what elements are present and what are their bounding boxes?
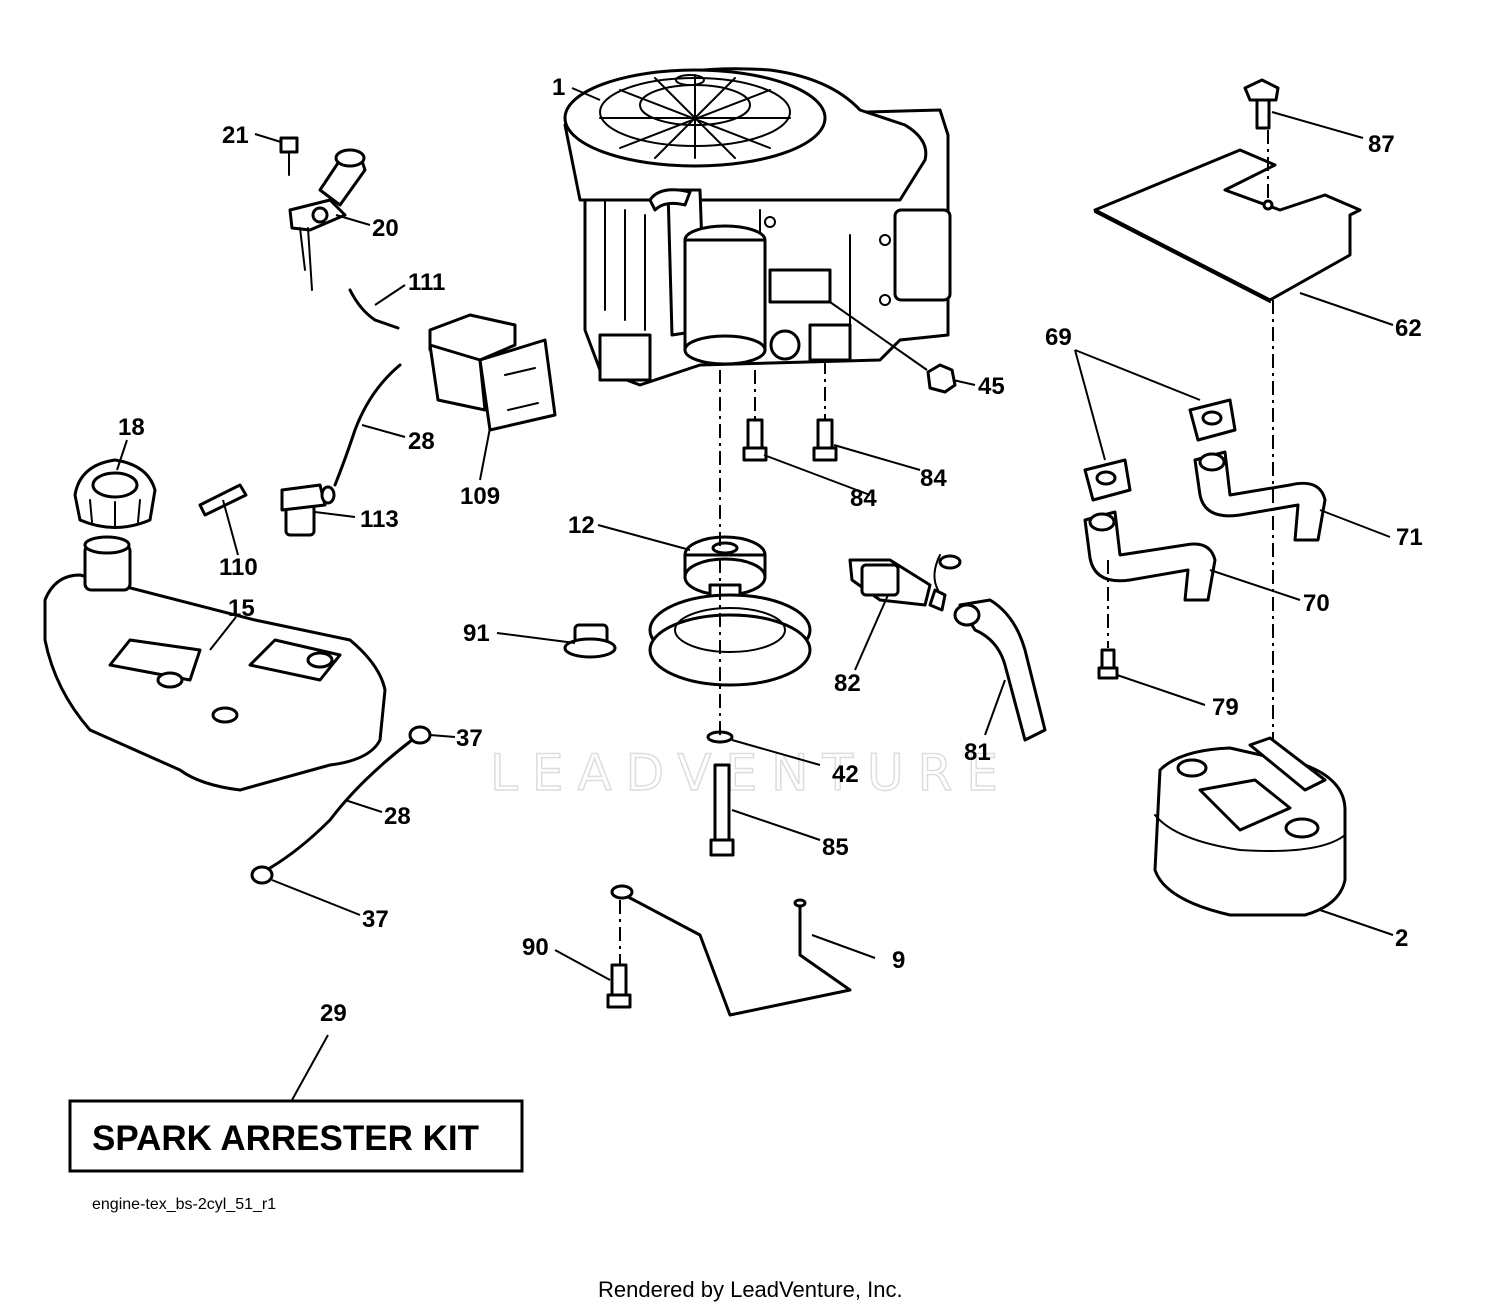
hose-111-part[interactable] bbox=[348, 288, 400, 330]
callout-label: 69 bbox=[1045, 324, 1072, 351]
callout-label: 81 bbox=[964, 739, 991, 766]
callout-label: 82 bbox=[834, 670, 861, 697]
footer-credit: Rendered by LeadVenture, Inc. bbox=[598, 1277, 903, 1302]
callout-label: 109 bbox=[460, 483, 500, 510]
callout-label: 62 bbox=[1395, 315, 1422, 342]
bolt-84-right-part[interactable] bbox=[812, 418, 838, 462]
gasket-69-lower-part[interactable] bbox=[1083, 458, 1132, 502]
callout-label: 21 bbox=[222, 122, 249, 149]
spark-arrester-kit-label: SPARK ARRESTER KIT bbox=[92, 1119, 479, 1158]
callout-label: 87 bbox=[1368, 131, 1395, 158]
callout-label: 42 bbox=[832, 761, 859, 788]
hose-81-part[interactable] bbox=[953, 598, 1047, 742]
spark-arrester-kit-box: SPARK ARRESTER KIT bbox=[68, 1099, 524, 1173]
bolt-85-part[interactable] bbox=[709, 763, 735, 857]
gasket-69-upper-part[interactable] bbox=[1188, 398, 1237, 442]
bolt-84-left-part[interactable] bbox=[742, 418, 768, 462]
callout-label: 12 bbox=[568, 512, 595, 539]
bolt-90-part[interactable] bbox=[606, 963, 632, 1009]
heat-shield-62-part[interactable] bbox=[1093, 148, 1362, 303]
fuel-hose-28-upper-part[interactable] bbox=[333, 363, 402, 487]
callout-label: 20 bbox=[372, 215, 399, 242]
nut-45-part[interactable] bbox=[926, 363, 957, 394]
callout-label: 85 bbox=[822, 834, 849, 861]
fuel-filter-109-part[interactable] bbox=[428, 313, 557, 432]
callout-label: 111 bbox=[408, 269, 445, 296]
bushing-91-part[interactable] bbox=[563, 623, 617, 659]
exhaust-pipe-71-part[interactable] bbox=[1193, 450, 1327, 542]
fuel-hose-28-lower-part[interactable] bbox=[268, 738, 414, 870]
callout-label: 110 bbox=[219, 554, 258, 581]
callout-label: 15 bbox=[228, 595, 255, 622]
engine-part[interactable] bbox=[563, 67, 952, 387]
fuel-valve-113-part[interactable] bbox=[280, 483, 336, 537]
exhaust-pipe-70-part[interactable] bbox=[1083, 510, 1217, 602]
knob-87-part[interactable] bbox=[1243, 78, 1280, 130]
callout-label: 1 bbox=[552, 74, 565, 101]
callout-label: 71 bbox=[1396, 524, 1423, 551]
callout-labels: 1 2 9 12 15 18 20 21 28 28 29 37 37 42 4… bbox=[118, 74, 1423, 1027]
pulley-12-part[interactable] bbox=[648, 535, 812, 687]
callout-label: 37 bbox=[456, 725, 483, 752]
callout-label: 113 bbox=[360, 506, 399, 533]
bolt-79-part[interactable] bbox=[1097, 648, 1119, 680]
clamp-37-lower-part[interactable] bbox=[250, 865, 274, 885]
fuel-tank-15-part[interactable] bbox=[43, 535, 387, 792]
callout-label: 28 bbox=[384, 803, 411, 830]
callout-label: 9 bbox=[892, 947, 905, 974]
throttle-control-part[interactable] bbox=[288, 148, 367, 291]
callout-label: 91 bbox=[463, 620, 490, 647]
bolt-21-part[interactable] bbox=[279, 136, 299, 176]
callout-label: 18 bbox=[118, 414, 145, 441]
leadventure-watermark: LEADVENTURE bbox=[490, 744, 1012, 802]
muffler-2-part[interactable] bbox=[1153, 736, 1347, 917]
leader-lines bbox=[116, 87, 1394, 1101]
callout-label: 37 bbox=[362, 906, 389, 933]
fuel-pump-82-part[interactable] bbox=[848, 554, 962, 612]
callout-label: 84 bbox=[850, 485, 877, 512]
fuel-cap-18-part[interactable] bbox=[73, 458, 157, 529]
callout-label: 28 bbox=[408, 428, 435, 455]
callout-label: 45 bbox=[978, 373, 1005, 400]
callout-label: 70 bbox=[1303, 590, 1330, 617]
callout-label: 84 bbox=[920, 465, 947, 492]
diagram-code: engine-tex_bs-2cyl_51_r1 bbox=[92, 1196, 276, 1213]
callout-label: 90 bbox=[522, 934, 549, 961]
assembly-lines bbox=[619, 130, 1274, 965]
callout-label: 2 bbox=[1395, 925, 1408, 952]
bracket-9-part[interactable] bbox=[610, 884, 852, 1017]
callout-label: 79 bbox=[1212, 694, 1239, 721]
callout-label: 29 bbox=[320, 1000, 347, 1027]
